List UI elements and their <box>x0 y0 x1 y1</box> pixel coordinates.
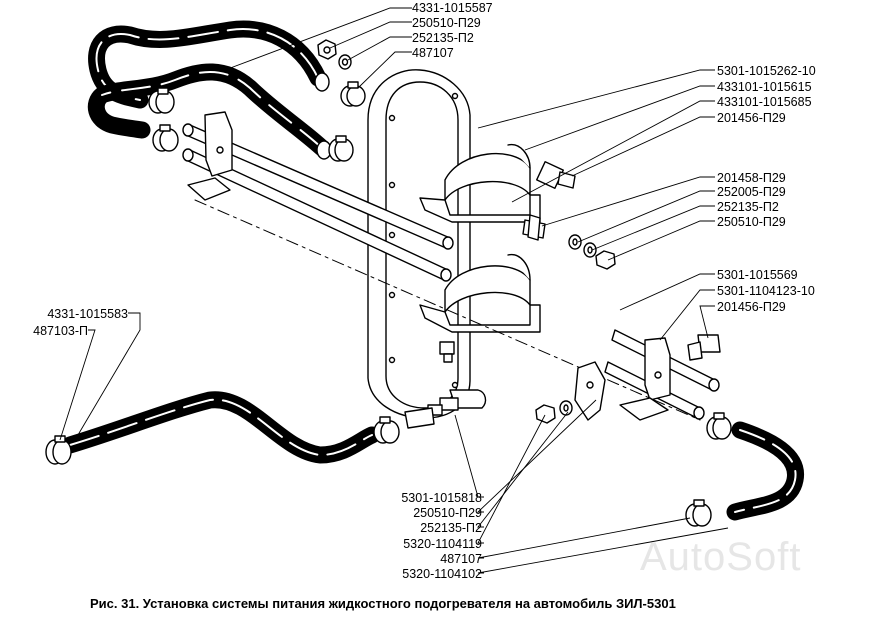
label-right-low-1: 5301-1015569 <box>717 268 798 282</box>
clip-bracket-upper <box>187 111 233 201</box>
watermark: AutoSoft <box>640 535 802 579</box>
clamp-lower-mid <box>373 416 400 444</box>
clamp-lower-left <box>45 435 72 465</box>
label-bottom-2: 250510-П29 <box>413 506 482 520</box>
bolt-mid <box>522 214 546 241</box>
label-right-low-3: 201456-П29 <box>717 300 786 314</box>
tank-outlet-fitting <box>404 389 487 429</box>
upper-hose-outer <box>88 20 330 109</box>
pipe-pair-upper <box>182 123 454 282</box>
leader-lines <box>59 7 729 574</box>
label-top-left-1: 4331-1015587 <box>412 1 493 15</box>
nut-mid <box>595 250 616 270</box>
bolt-lower-right <box>687 334 721 361</box>
nut-top <box>317 39 337 60</box>
clamp-top-2 <box>152 124 179 152</box>
label-right-top-3: 433101-1015685 <box>717 95 812 109</box>
label-right-top-1: 5301-1015262-10 <box>717 64 816 78</box>
label-bottom-4: 5320-1104119 <box>403 537 482 551</box>
clamp-right <box>706 412 732 440</box>
lower-left-hose <box>61 391 381 464</box>
washer-mid-2 <box>583 242 597 258</box>
clamp-top-3 <box>328 135 354 162</box>
lower-right-hose <box>726 421 804 521</box>
label-bottom-1: 5301-1015818 <box>401 491 482 505</box>
washer-mid-1 <box>568 234 582 250</box>
figure-caption: Рис. 31. Установка системы питания жидко… <box>90 596 676 611</box>
label-bottom-5: 487107 <box>440 552 482 566</box>
clip-mid-bottom <box>574 361 606 421</box>
clamp-top-1 <box>148 87 175 114</box>
label-bottom-3: 252135-П2 <box>420 521 482 535</box>
label-left-mid-2: 487103-П <box>33 324 88 338</box>
label-right-mid-1: 201458-П29 <box>717 171 786 185</box>
label-right-mid-4: 250510-П29 <box>717 215 786 229</box>
label-bottom-6: 5320-1104102 <box>402 567 482 581</box>
label-top-left-3: 252135-П2 <box>412 31 474 45</box>
upper-strap <box>419 143 541 223</box>
label-right-mid-3: 252135-П2 <box>717 200 779 214</box>
clip-bracket-lower <box>619 337 671 421</box>
label-top-left-2: 250510-П29 <box>412 16 481 30</box>
drain-plug <box>439 341 455 363</box>
label-top-left-4: 487107 <box>412 46 454 60</box>
washer-top <box>338 54 352 70</box>
washer-bottom <box>559 400 573 416</box>
clamp-lower-right <box>685 499 712 527</box>
label-right-top-2: 433101-1015615 <box>717 80 812 94</box>
lower-strap <box>419 253 541 333</box>
label-left-mid-1: 4331-1015583 <box>47 307 128 321</box>
bolt-upper-right <box>536 161 576 189</box>
label-right-low-2: 5301-1104123-10 <box>717 284 815 298</box>
label-right-top-4: 201456-П29 <box>717 111 786 125</box>
label-right-mid-2: 252005-П29 <box>717 185 786 199</box>
nut-bottom <box>535 404 556 424</box>
clamp-top-4 <box>340 81 366 107</box>
